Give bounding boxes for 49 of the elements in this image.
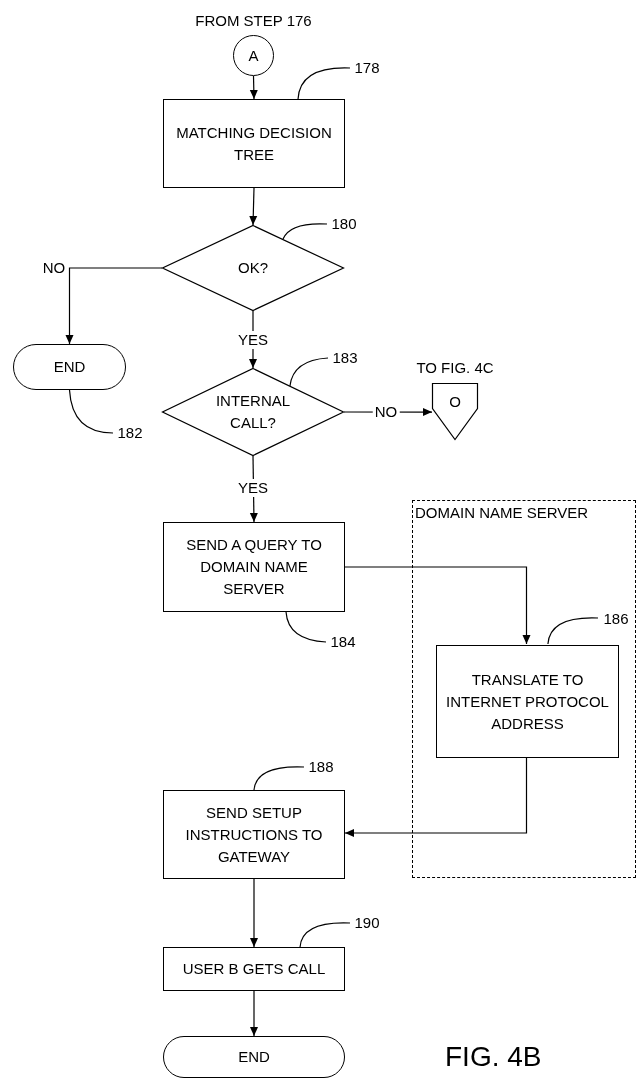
reference-number: 182 bbox=[117, 424, 143, 442]
process-box bbox=[163, 99, 345, 188]
step-text: INTERNAL CALL? bbox=[214, 391, 292, 433]
flow-arrow bbox=[344, 756, 528, 837]
step-text: TRANSLATE TO INTERNET PROTOCOL ADDRESS bbox=[445, 669, 610, 734]
connector-caption: TO FIG. 4C bbox=[416, 359, 494, 377]
reference-number: 188 bbox=[308, 758, 334, 776]
reference-number: 186 bbox=[603, 610, 629, 628]
leader-line bbox=[297, 67, 351, 100]
flow-arrow bbox=[344, 566, 531, 645]
flow-arrow bbox=[65, 267, 163, 345]
connector-caption: FROM STEP 176 bbox=[195, 12, 312, 30]
leader-line bbox=[547, 617, 599, 645]
edge-label: YES bbox=[236, 479, 270, 497]
step-text: OK? bbox=[238, 258, 268, 278]
step-text: MATCHING DECISION TREE bbox=[175, 122, 333, 165]
terminator bbox=[163, 1036, 345, 1078]
group-title: DOMAIN NAME SERVER bbox=[415, 504, 589, 522]
flow-arrow bbox=[249, 187, 258, 226]
leader-line bbox=[253, 766, 305, 791]
step-text: END bbox=[238, 1047, 270, 1067]
reference-number: 183 bbox=[332, 349, 358, 367]
flow-arrow bbox=[250, 878, 258, 948]
process-box bbox=[436, 645, 619, 758]
leader-line bbox=[285, 611, 327, 643]
process-box bbox=[163, 522, 345, 612]
flow-arrow bbox=[249, 75, 258, 100]
leader-line bbox=[68, 389, 114, 434]
figure-label: FIG. 4B bbox=[445, 1040, 542, 1074]
step-text: END bbox=[53, 357, 86, 377]
reference-number: 184 bbox=[330, 633, 356, 651]
leader-line bbox=[299, 922, 351, 948]
reference-number: 180 bbox=[331, 215, 357, 233]
dashed-group-box bbox=[412, 500, 636, 878]
step-text: A bbox=[248, 46, 259, 65]
process-box bbox=[163, 947, 345, 991]
reference-number: 178 bbox=[354, 59, 380, 77]
step-text: SEND A QUERY TO DOMAIN NAME SERVER bbox=[185, 535, 323, 599]
flow-arrow bbox=[250, 990, 258, 1037]
step-text: USER B GETS CALL bbox=[182, 959, 326, 979]
decision-diamond bbox=[162, 368, 344, 456]
reference-number: 190 bbox=[354, 914, 380, 932]
leader-line bbox=[289, 357, 329, 387]
edge-label: YES bbox=[236, 331, 270, 349]
step-text: O bbox=[449, 393, 461, 411]
terminator bbox=[13, 344, 126, 390]
process-box bbox=[163, 790, 345, 879]
step-text: SEND SETUP INSTRUCTIONS TO GATEWAY bbox=[184, 802, 324, 867]
leader-line bbox=[282, 223, 328, 240]
